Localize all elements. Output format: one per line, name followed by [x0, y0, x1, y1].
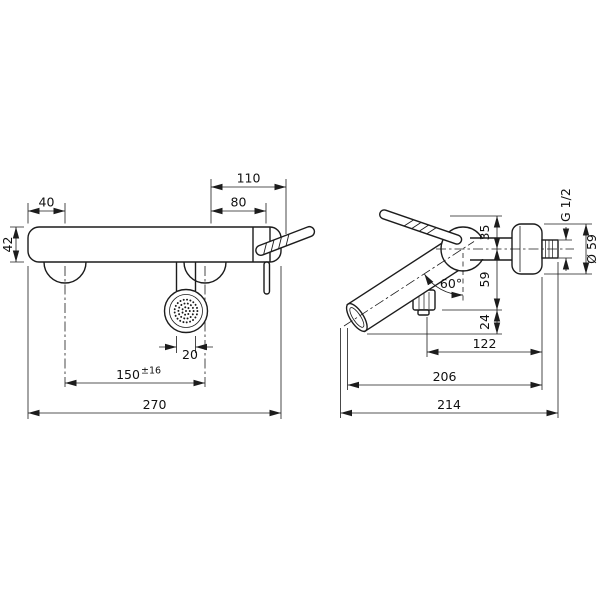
aerator-dots [173, 298, 199, 324]
front-view [27, 225, 316, 389]
mixer-body [27, 226, 282, 263]
dim-label-110: 110 [237, 171, 261, 186]
connection-pipe [470, 237, 512, 261]
dim-label-g12: G 1/2 [558, 188, 573, 222]
dim-label-122: 122 [473, 336, 497, 351]
dim-label-40: 40 [39, 195, 55, 210]
dim-label-206: 206 [433, 369, 457, 384]
spout-neck [175, 262, 197, 291]
lever-handle-front [255, 225, 316, 256]
dim-label-42: 42 [0, 237, 15, 253]
diverter-pull-rod [263, 261, 271, 295]
dim-label-150: 150 [116, 367, 140, 382]
dim-label-59: 59 [477, 272, 492, 288]
dim-label-150-tolerance: ±16 [141, 366, 161, 377]
dim-label-270: 270 [143, 397, 167, 412]
dim-label-214: 214 [437, 397, 461, 412]
dim-label-80: 80 [231, 195, 247, 210]
lever-handle-side [379, 209, 463, 245]
dim-label-60deg: 60° [440, 276, 462, 291]
dim-label-24: 24 [477, 314, 492, 330]
dim-label-20: 20 [182, 347, 198, 362]
aerator-center-dot [185, 310, 187, 312]
front-dimension-labels: 110 80 40 42 20 150 ±16 270 [0, 171, 260, 413]
side-dimension-lines [340, 216, 590, 417]
side-dimension-labels: G 1/2 Ø 59 35 59 24 60° 122 206 214 [433, 188, 599, 412]
dim-label-dia59: Ø 59 [584, 234, 599, 264]
spout-centerline [343, 241, 475, 327]
dim-label-35: 35 [477, 225, 492, 241]
angle-arc-60 [424, 273, 464, 299]
front-dimension-lines [12, 183, 286, 417]
aerator-ring [169, 294, 203, 328]
side-view [343, 209, 574, 333]
connection-pipe-fill [470, 239, 512, 259]
